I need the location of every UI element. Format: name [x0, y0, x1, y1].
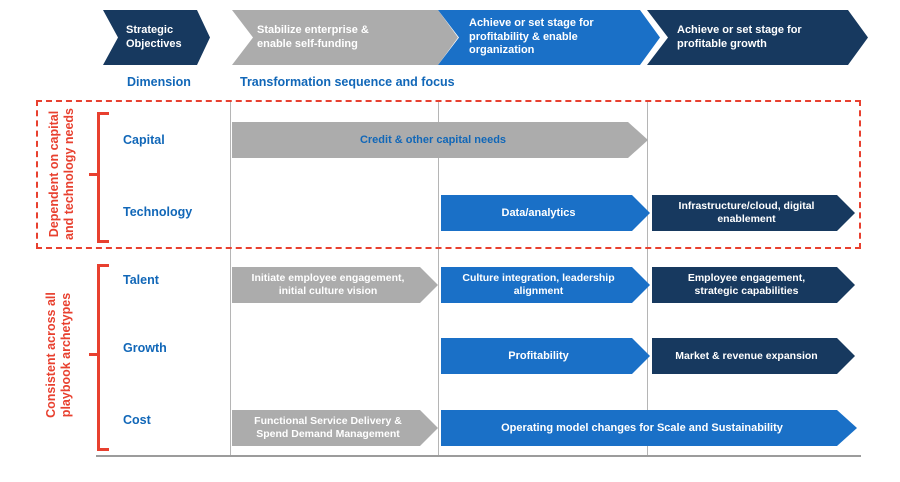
group-label-capital-technology: Dependent on capital and technology need… [47, 108, 76, 240]
header-chevron-label: Stabilize enterprise & enable self-fundi… [257, 24, 369, 50]
arrow-employee-engagement: Employee engagement, strategic capabilit… [652, 267, 855, 303]
arrow-credit-capital-needs: Credit & other capital needs [232, 122, 648, 158]
arrow-label: Credit & other capital needs [359, 133, 507, 146]
header-chevron-phase-1: Stabilize enterprise & enable self-fundi… [232, 10, 458, 65]
arrow-initiate-engagement: Initiate employee engagement, initial cu… [232, 267, 438, 303]
arrow-label: Data/analytics [501, 206, 576, 219]
row-label-technology: Technology [123, 205, 193, 219]
arrow-label: Employee engagement, strategic capabilit… [687, 272, 806, 297]
header-chevron-strategic-objectives: Strategic Objectives [103, 10, 210, 65]
arrow-data-analytics: Data/analytics [441, 195, 650, 231]
header-chevron-label: Strategic Objectives [126, 24, 182, 50]
bracket-tick [89, 353, 97, 356]
header-chevron-phase-3: Achieve or set stage for profitable grow… [647, 10, 868, 65]
row-label-cost: Cost [123, 413, 151, 427]
row-label-capital: Capital [123, 133, 165, 147]
arrow-label: Market & revenue expansion [675, 349, 818, 362]
arrow-operating-model-changes: Operating model changes for Scale and Su… [441, 410, 857, 446]
arrow-market-revenue-expansion: Market & revenue expansion [652, 338, 855, 374]
arrow-label: Infrastructure/cloud, digital enablement [678, 200, 815, 225]
bottom-axis-line [96, 455, 861, 457]
arrow-label: Functional Service Delivery & Spend Dema… [254, 415, 402, 440]
row-label-growth: Growth [123, 341, 167, 355]
header-chevron-phase-2: Achieve or set stage for profitability &… [438, 10, 660, 65]
arrow-functional-service-delivery: Functional Service Delivery & Spend Dema… [232, 410, 438, 446]
header-chevron-label: Achieve or set stage for profitability &… [469, 17, 594, 57]
group-label-playbook-archetypes: Consistent across all playbook archetype… [44, 292, 73, 418]
row-label-talent: Talent [123, 273, 159, 287]
column-divider [438, 100, 439, 457]
bracket-tick [89, 173, 97, 176]
column-divider [647, 100, 648, 457]
column-divider [230, 100, 231, 457]
arrow-profitability: Profitability [441, 338, 650, 374]
arrow-label: Profitability [508, 349, 569, 362]
group-bracket-bottom [89, 264, 109, 451]
arrow-infrastructure-cloud: Infrastructure/cloud, digital enablement [652, 195, 855, 231]
header-chevron-label: Achieve or set stage for profitable grow… [677, 24, 802, 50]
arrow-label: Culture integration, leadership alignmen… [462, 272, 615, 297]
arrow-culture-integration: Culture integration, leadership alignmen… [441, 267, 650, 303]
arrow-label: Initiate employee engagement, initial cu… [251, 272, 405, 297]
dimension-column-label: Dimension [127, 75, 191, 89]
sequence-column-label: Transformation sequence and focus [240, 75, 455, 89]
group-bracket-top [89, 112, 109, 243]
arrow-label: Operating model changes for Scale and Su… [501, 421, 783, 434]
